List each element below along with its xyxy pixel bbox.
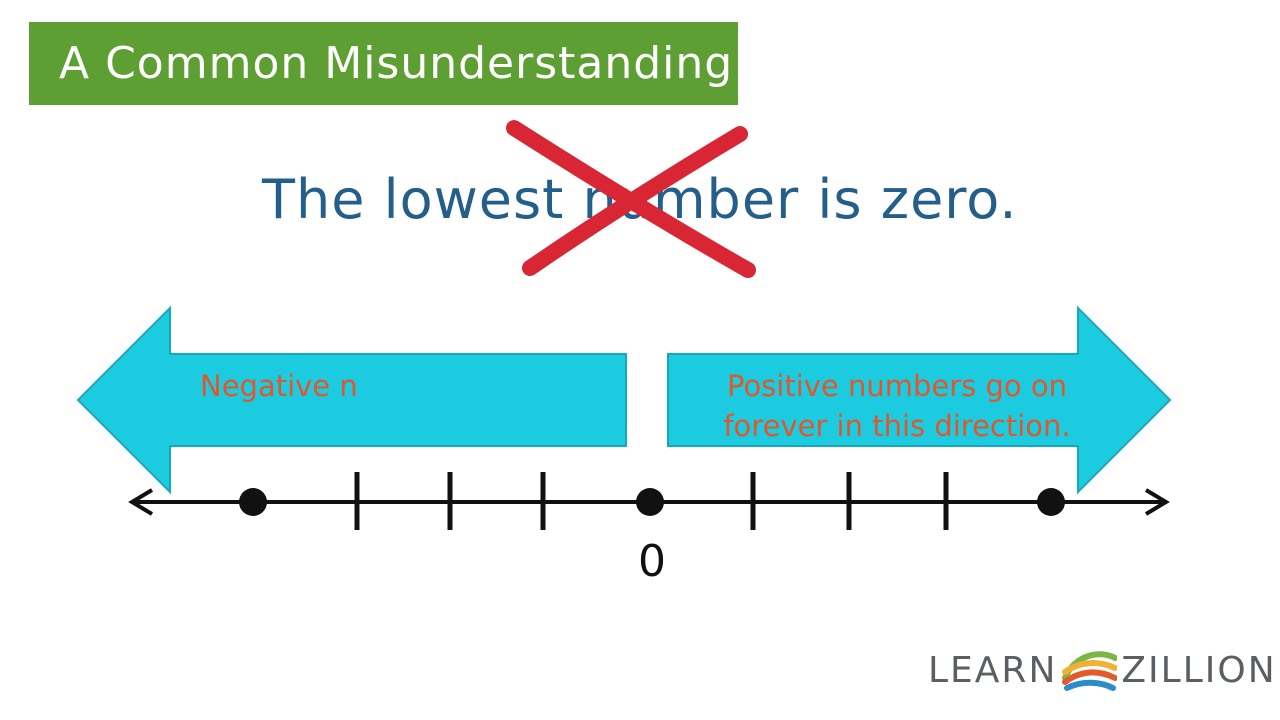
number-line-dot	[1037, 488, 1065, 516]
cross-out-mark	[506, 120, 756, 278]
learnzillion-logo: LEARN ZILLION	[928, 648, 1277, 692]
positive-arrow-label-line2: forever in this direction.	[723, 409, 1071, 443]
right-arrowhead-icon	[1144, 488, 1170, 516]
positive-arrow-label-line1: Positive numbers go on	[726, 369, 1067, 403]
logo-right-text: ZILLION	[1121, 649, 1277, 691]
title-text: A Common Misunderstanding	[59, 38, 734, 89]
number-line	[128, 472, 1170, 530]
positive-arrow	[667, 305, 1172, 495]
number-line-dot	[636, 488, 664, 516]
title-banner: A Common Misunderstanding	[29, 22, 738, 105]
negative-arrow-label: Negative n	[200, 369, 358, 403]
learnzillion-swirl-icon	[1062, 651, 1118, 691]
logo-left-text: LEARN	[928, 649, 1058, 691]
negative-arrow	[76, 305, 627, 495]
zero-label: 0	[638, 536, 666, 587]
left-arrowhead-icon	[128, 488, 154, 516]
number-line-dot	[239, 488, 267, 516]
positive-arrow-label: Positive numbers go on forever in this d…	[712, 366, 1082, 446]
